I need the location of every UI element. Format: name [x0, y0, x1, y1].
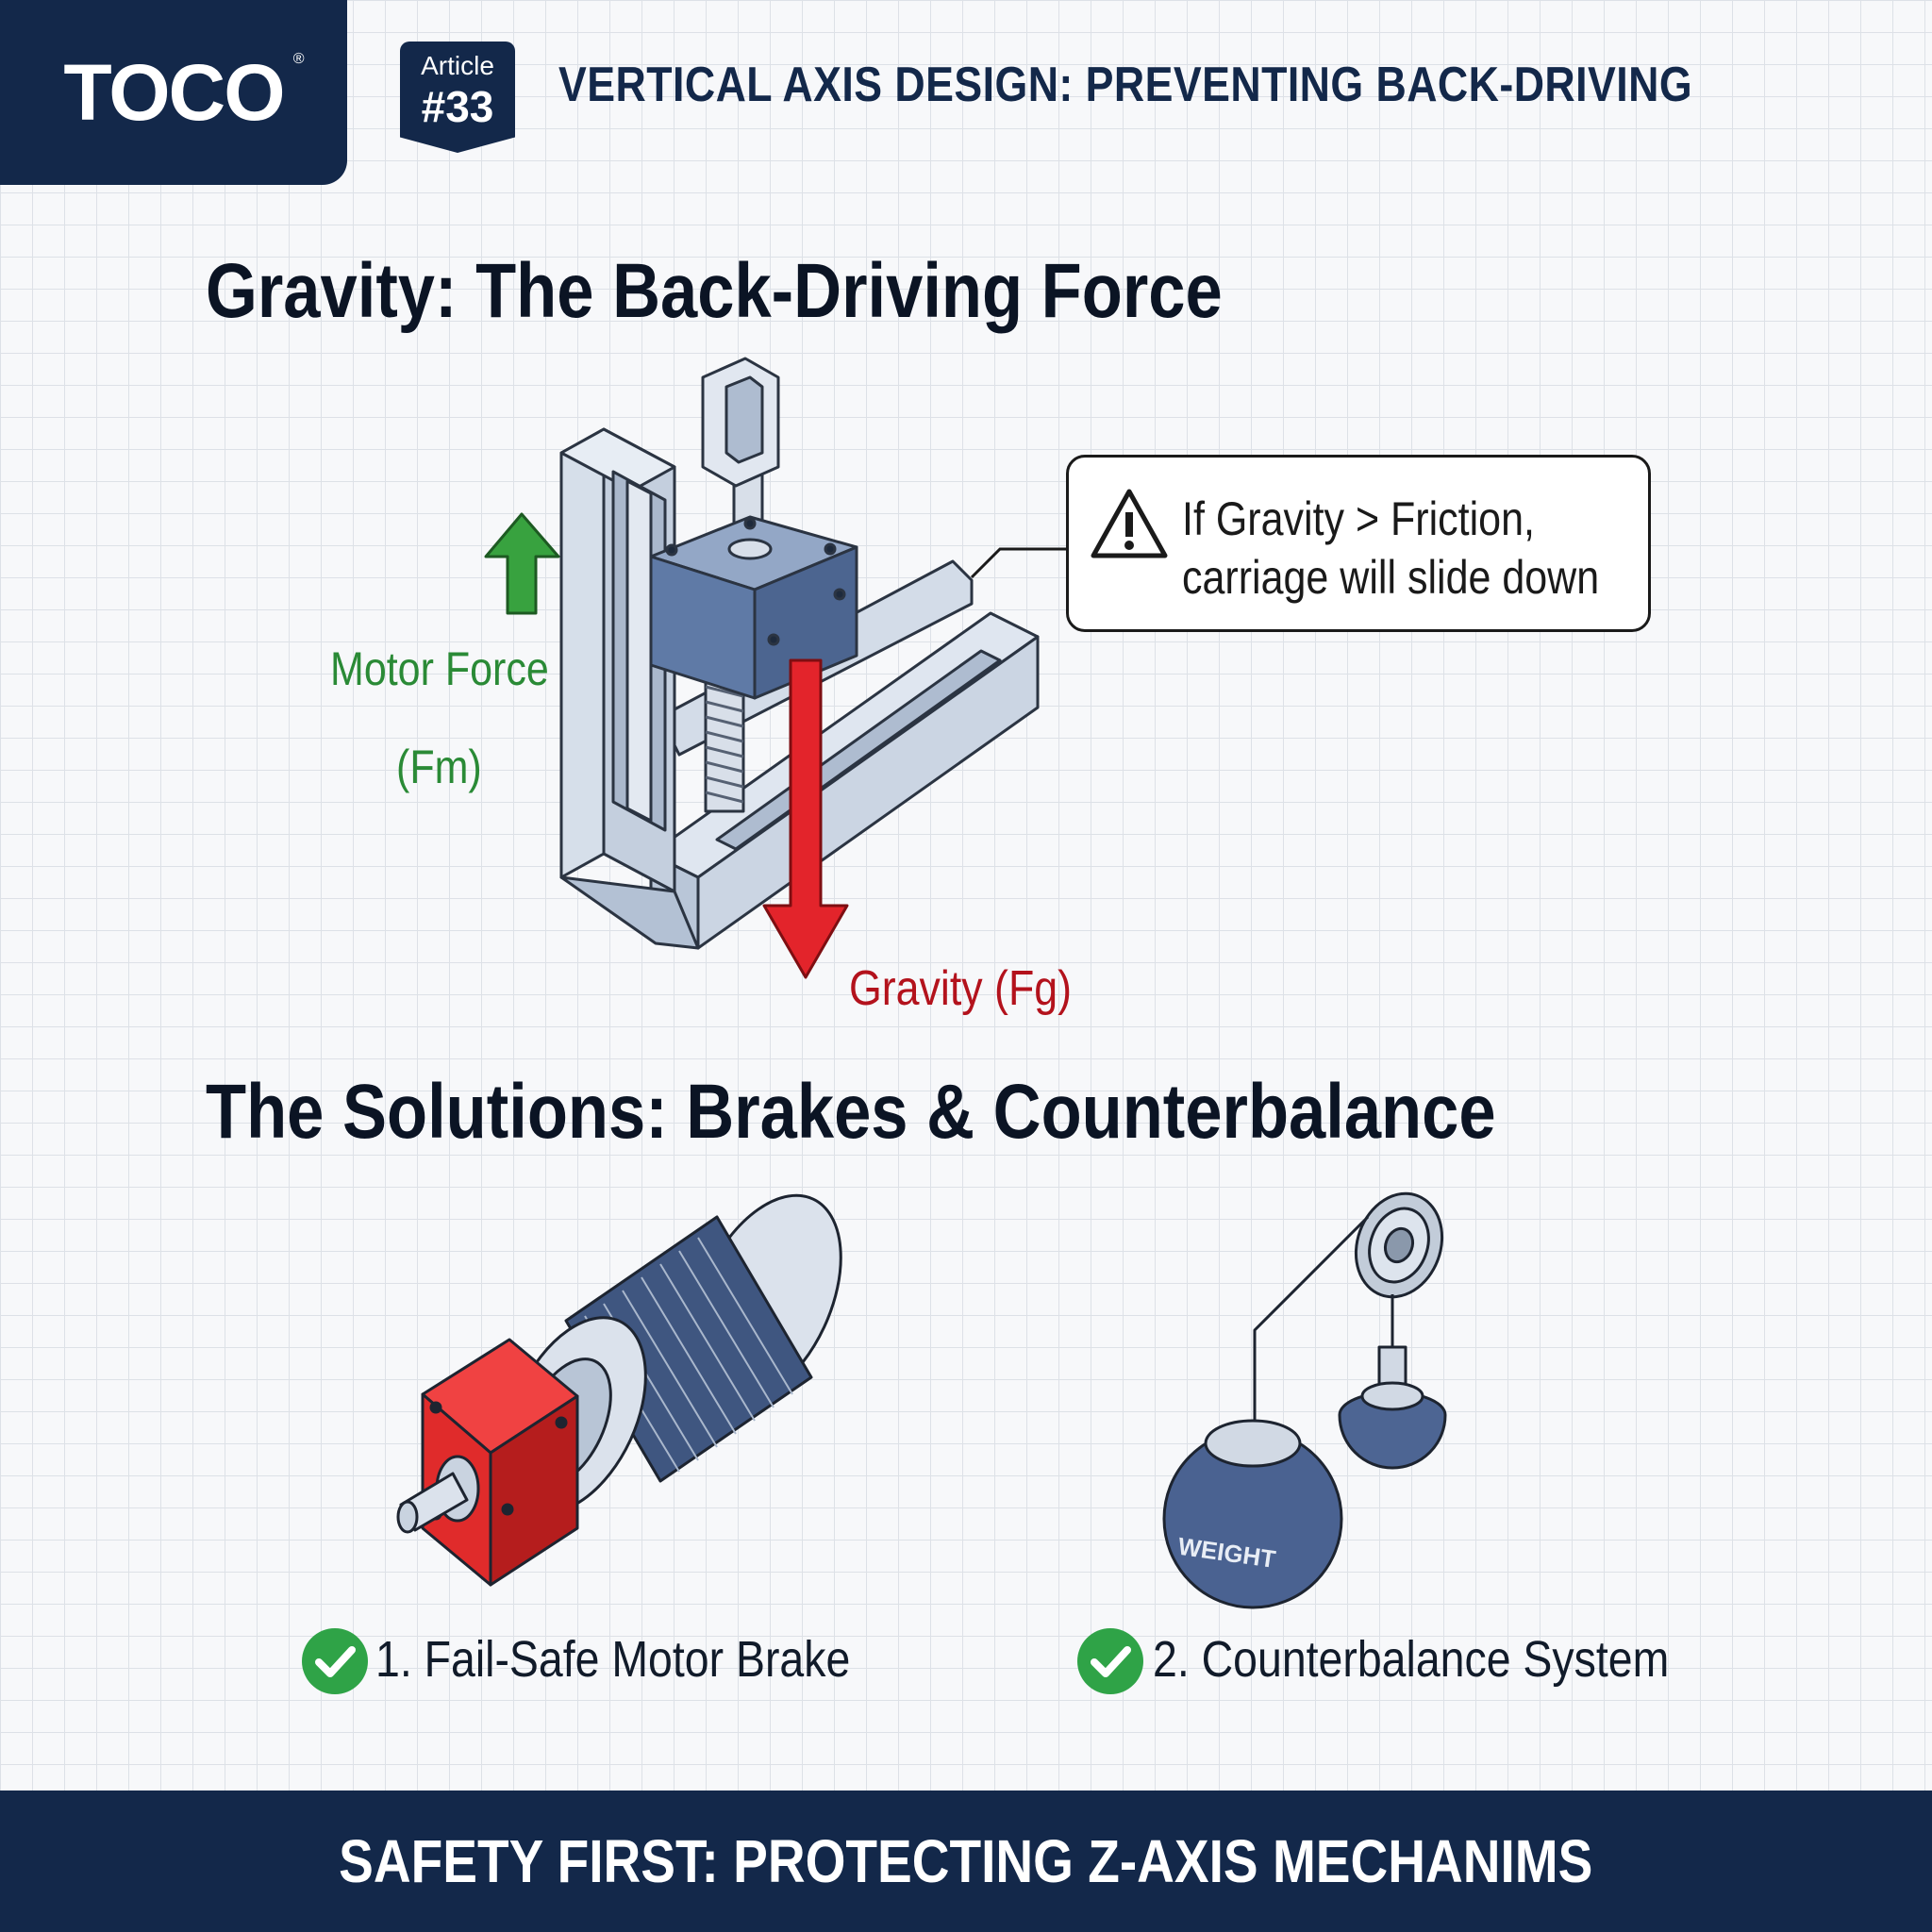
warning-callout: If Gravity > Friction, carriage will sli… [1066, 455, 1651, 632]
warning-triangle-icon [1091, 489, 1168, 558]
check-circle-icon [302, 1628, 368, 1694]
carriage-shaft-hole [727, 538, 773, 560]
article-badge: Article #33 [400, 42, 515, 153]
gravity-arrow [762, 658, 849, 979]
vertical-column-front [559, 427, 606, 879]
brand-name: TOCO® [63, 47, 304, 137]
vertical-column-inner [625, 479, 653, 823]
cable-left [1253, 1215, 1370, 1434]
base-rail-side [696, 635, 1040, 950]
solution-label-counterbalance: 2. Counterbalance System [1153, 1631, 1670, 1688]
callout-line-2: carriage will slide down [1182, 551, 1600, 604]
brand-logo: TOCO® [0, 0, 347, 185]
base-rail-groove [715, 649, 1002, 851]
solution-label-brake: 1. Fail-Safe Motor Brake [375, 1631, 851, 1688]
motor-force-symbol: (Fm) [396, 741, 482, 793]
gravity-force-label: Gravity (Fg) [849, 961, 1073, 1016]
motor-force-arrow [484, 512, 560, 615]
counterbalance-illustration [1162, 1191, 1447, 1609]
callout-line-1: If Gravity > Friction, [1182, 492, 1535, 545]
footer-banner: SAFETY FIRST: PROTECTING Z-AXIS MECHANIM… [0, 1790, 1932, 1932]
article-badge-number: #33 [421, 82, 494, 131]
linear-axis-illustration [559, 357, 1040, 950]
carriage-side [753, 545, 858, 700]
footer-text: SAFETY FIRST: PROTECTING Z-AXIS MECHANIM… [339, 1827, 1593, 1895]
lead-screw-threads [705, 670, 744, 804]
coupling-slot [724, 375, 764, 464]
callout-leader-line [970, 547, 1066, 579]
motor-force-label: Motor Force [330, 642, 549, 695]
callout-message: If Gravity > Friction, carriage will sli… [1182, 490, 1599, 607]
check-circle-icon [1077, 1628, 1143, 1694]
column-foot [559, 875, 700, 950]
section-heading-gravity: Gravity: The Back-Driving Force [206, 248, 1223, 334]
article-badge-label: Article [421, 51, 494, 80]
vertical-column-top [559, 427, 676, 492]
motor-brake-illustration [396, 1193, 842, 1587]
page-title: VERTICAL AXIS DESIGN: PREVENTING BACK-DR… [558, 58, 1693, 112]
registered-mark: ® [292, 50, 305, 67]
section-heading-solutions: The Solutions: Brakes & Counterbalance [206, 1069, 1496, 1155]
